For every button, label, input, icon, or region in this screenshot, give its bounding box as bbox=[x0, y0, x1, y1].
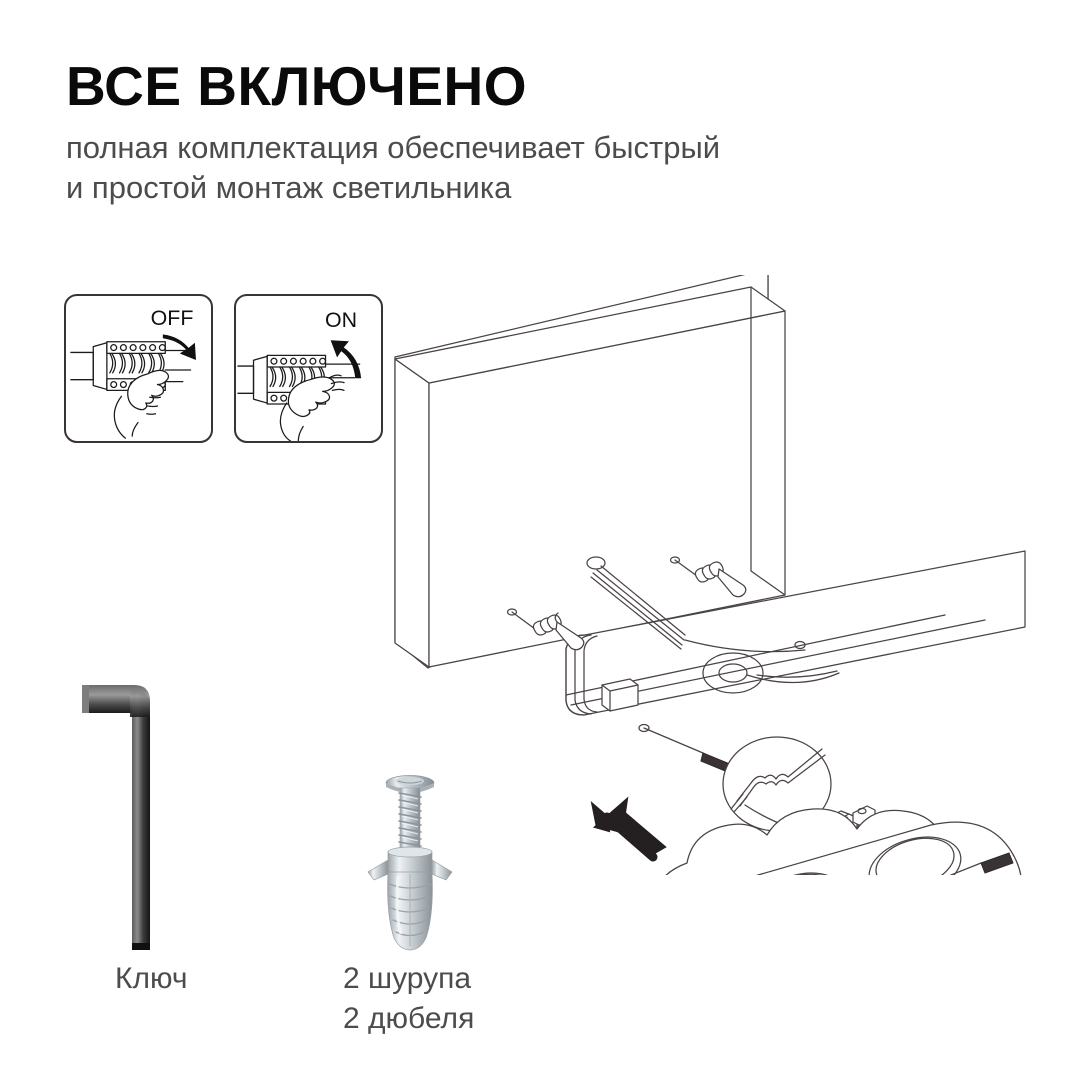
wall-plug-dowel-right bbox=[674, 559, 747, 598]
assembly-direction-arrow bbox=[590, 796, 667, 862]
part-screw-and-wall-plug bbox=[352, 768, 468, 954]
breaker-off-label: OFF bbox=[151, 306, 194, 330]
arrow-up-left-icon bbox=[330, 340, 362, 379]
wall-block bbox=[394, 275, 786, 669]
drill-hole-marks bbox=[506, 556, 806, 733]
header: ВСЕ ВКЛЮЧЕНО полная комплектация обеспеч… bbox=[66, 58, 986, 209]
subtitle-line-1: полная комплектация обеспечивает быстрый bbox=[66, 130, 721, 166]
part-hex-allen-key bbox=[78, 655, 218, 955]
page-subtitle: полная комплектация обеспечивает быстрый… bbox=[66, 128, 946, 209]
page-title: ВСЕ ВКЛЮЧЕНО bbox=[66, 55, 528, 117]
power-cable bbox=[586, 556, 840, 684]
three-shade-lamp-body bbox=[665, 808, 1022, 875]
hand-flipping-breaker-down-icon: OFF bbox=[70, 306, 196, 439]
arrow-down-right-icon bbox=[162, 334, 196, 360]
hand-flipping-breaker-up-icon: ON bbox=[237, 308, 362, 441]
screw-and-wall-plug-icon bbox=[367, 775, 453, 951]
breaker-on-label: ON bbox=[325, 308, 357, 332]
lamp-shade-3 bbox=[868, 836, 962, 875]
breaker-step-on: ON bbox=[234, 294, 383, 443]
mounting-screw bbox=[643, 727, 704, 754]
installation-diagram bbox=[385, 275, 1045, 875]
grub-screw-body bbox=[980, 852, 1014, 874]
breaker-step-off: OFF bbox=[64, 294, 213, 443]
hex-allen-key-icon bbox=[82, 685, 150, 950]
grub-screw bbox=[949, 862, 982, 875]
caption-key: Ключ bbox=[115, 962, 188, 995]
caption-screw: 2 шурупа 2 дюбеля bbox=[343, 962, 475, 1035]
wall-plug-dowel-left bbox=[511, 611, 585, 651]
subtitle-line-2: и простой монтаж светильника bbox=[66, 170, 512, 206]
